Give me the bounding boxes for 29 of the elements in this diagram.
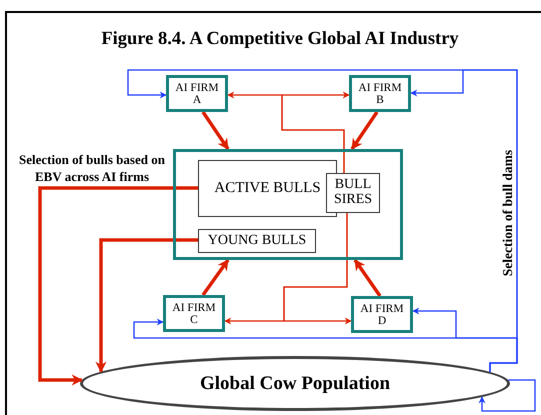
node-text: AI FIRM C (171, 302, 217, 326)
arrow (478, 379, 536, 412)
arrow (202, 258, 230, 296)
group-box (173, 149, 403, 260)
firm-box (351, 296, 413, 333)
firm-box (349, 75, 411, 112)
node-text: Global Cow Population (200, 372, 390, 394)
annotation-text: Selection of bulls based on EBV across AI firms (18, 151, 166, 185)
arrow (202, 111, 230, 150)
node-text: BULL SIRES (332, 178, 374, 208)
arrow (354, 259, 382, 297)
arrow (283, 213, 352, 324)
arrow (281, 92, 350, 173)
node-text: AI FIRM B (357, 82, 403, 106)
process-box (198, 160, 337, 217)
node-text: YOUNG BULLS (208, 234, 306, 248)
node-text: AI FIRM D (359, 302, 405, 326)
arrow (350, 111, 378, 150)
arrow (412, 308, 518, 372)
node-text: ACTIVE BULLS (214, 180, 321, 196)
arrow (38, 186, 198, 386)
firm-box (166, 75, 228, 112)
arrow (95, 238, 198, 373)
process-box (326, 173, 380, 213)
annotation-text: Selection of bull dams (500, 148, 516, 278)
firm-box (163, 295, 225, 332)
process-box (198, 229, 316, 253)
figure-title: Figure 8.4. A Competitive Global AI Industry (100, 29, 460, 50)
node-text: AI FIRM A (174, 82, 220, 106)
